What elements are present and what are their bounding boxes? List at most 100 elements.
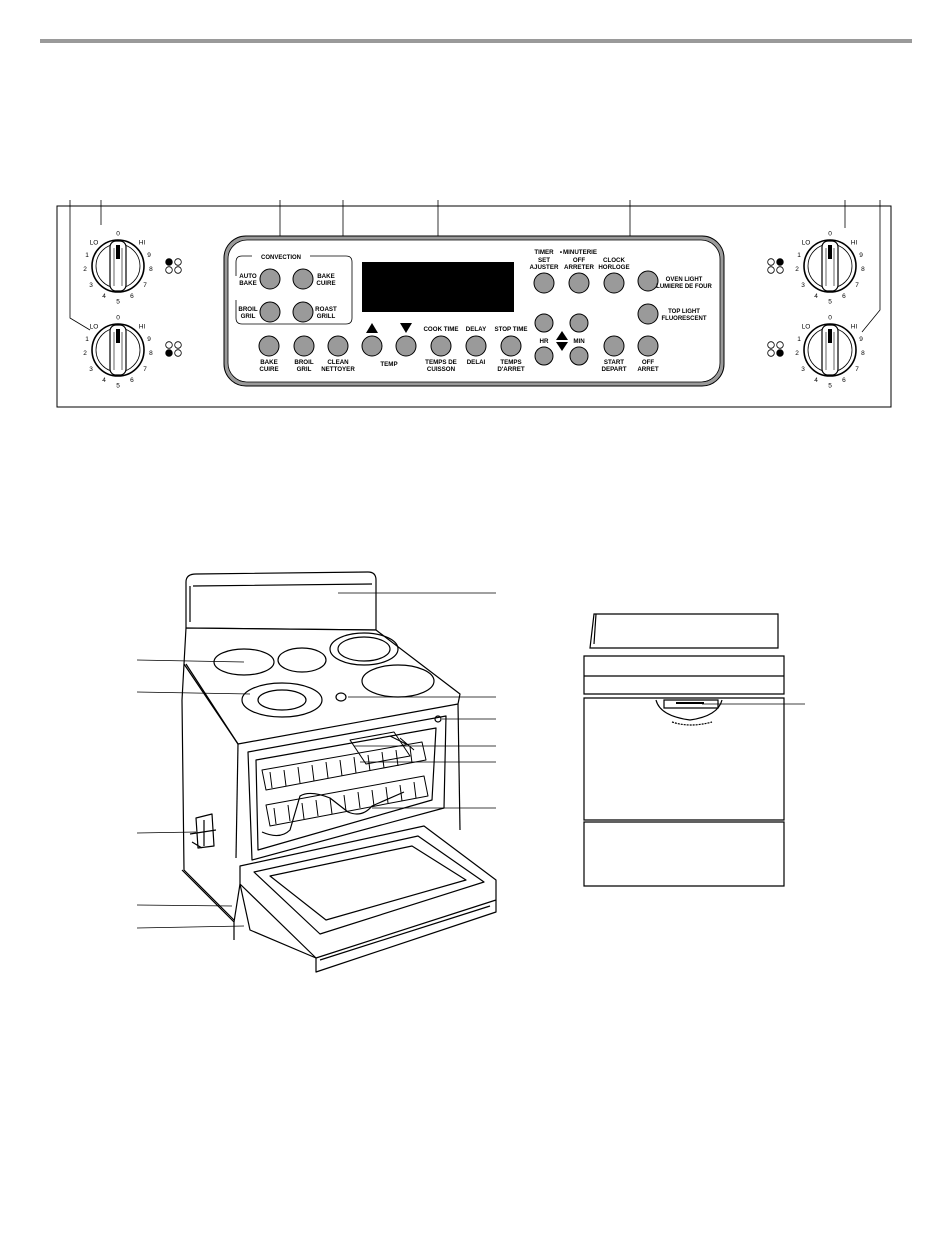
timer-separator: • [560,249,562,256]
start-button[interactable]: START DEPART [602,335,627,373]
min-up-button[interactable] [569,313,589,333]
knob-scale-label: HI [139,239,146,246]
hr-up-button[interactable] [534,313,554,333]
knob-scale-label: 0 [828,314,832,321]
svg-text:LUMIERE DE FOUR: LUMIERE DE FOUR [656,284,712,290]
knob-scale-label: 4 [814,377,818,384]
knob-scale-label: 7 [855,282,859,289]
arrow-up-icon [556,331,568,340]
svg-text:TOP LIGHT: TOP LIGHT [668,309,700,315]
control-panel-diagram: CONVECTION AUTO BAKE BAKE CUIRE BROIL GR… [56,200,892,408]
knob-scale-label: 2 [83,350,87,357]
svg-text:HORLOGE: HORLOGE [598,264,629,271]
knob-scale-label: 4 [814,293,818,300]
top-light-button[interactable]: TOP LIGHT FLUORESCENT [637,303,707,325]
hr-down-button[interactable] [534,346,554,366]
oven-light-button[interactable]: OVEN LIGHT LUMIERE DE FOUR [637,270,712,292]
knob-scale-label: 8 [149,266,153,273]
bake-button[interactable]: BAKE CUIRE [258,335,280,373]
svg-text:BAKE: BAKE [260,359,278,366]
svg-text:BROIL: BROIL [238,306,257,313]
knob-scale-label: 1 [85,252,89,259]
oven-door [239,825,497,959]
knob-scale-label: 2 [795,350,799,357]
temp-down-button[interactable] [395,323,417,357]
hot-surface-indicator [335,692,347,702]
svg-text:AJUSTER: AJUSTER [530,264,559,271]
clock-button[interactable]: CLOCK HORLOGE [598,257,630,294]
knob-scale-label: 9 [147,336,151,343]
knob-scale-label: 9 [859,336,863,343]
svg-text:DELAY: DELAY [466,326,487,333]
anti-tip-bracket [189,813,217,849]
knob-scale-label: 0 [828,230,832,237]
element-indicator-right-rear [767,258,784,274]
oven-racks [261,731,429,827]
convection-label: CONVECTION [261,255,301,261]
knob-scale-label: LO [90,239,99,246]
min-down-button[interactable] [569,346,589,366]
clean-button[interactable]: CLEAN NETTOYER [321,335,355,373]
set-button[interactable]: SET AJUSTER [530,257,559,294]
timer-off-button[interactable]: OFF ARRETER [564,257,594,294]
knob-scale-label: 8 [861,350,865,357]
arrow-up-icon [366,323,378,333]
svg-text:GRIL: GRIL [241,313,256,320]
surface-element-center-rear [277,647,327,673]
knob-scale-label: LO [90,323,99,330]
svg-text:BAKE: BAKE [317,273,335,280]
svg-text:START: START [604,359,624,366]
knob-scale-label: 6 [842,377,846,384]
arrow-down-icon [556,342,568,351]
temp-up-button[interactable] [361,323,383,357]
knob-scale-label: 7 [143,366,147,373]
surface-element-right-rear [329,632,399,666]
range-illustration [136,571,805,973]
cook-time-button[interactable]: COOK TIME TEMPS DE CUISSON [423,326,458,373]
svg-text:BAKE: BAKE [239,280,257,287]
stop-time-button[interactable]: STOP TIME TEMPS D'ARRET [494,326,527,373]
cancel-off-button[interactable]: OFF ARRET [637,335,659,373]
svg-text:OVEN LIGHT: OVEN LIGHT [666,277,703,283]
knob-scale-label: 6 [130,293,134,300]
svg-text:DEPART: DEPART [602,366,627,373]
knob-scale-label: 6 [842,293,846,300]
door-latch [663,699,719,709]
svg-text:SET: SET [538,257,550,264]
svg-text:D'ARRET: D'ARRET [497,366,524,373]
auto-bake-button[interactable]: AUTO BAKE [239,268,281,290]
top-rule [40,39,912,43]
svg-text:DELAI: DELAI [467,359,486,366]
broil-button[interactable]: BROIL GRIL [293,335,315,373]
surface-element-left-rear [213,648,275,676]
knob-scale-label: 2 [83,266,87,273]
convection-bake-button[interactable]: BAKE CUIRE [292,268,336,290]
surface-knobs: 0HILO1234567890HILO1234567890HILO1234567… [83,230,865,389]
knob-scale-label: 3 [801,282,805,289]
element-indicator-right-front [767,341,784,357]
element-indicator-left-front [165,341,182,357]
knob-scale-label: LO [802,323,811,330]
svg-text:TEMPS DE: TEMPS DE [425,359,457,366]
knob-scale-label: 1 [85,336,89,343]
svg-text:BROIL: BROIL [294,359,313,366]
surface-element-left-front [241,682,323,718]
minuterie-label: MINUTERIE [563,249,597,256]
delay-button[interactable]: DELAY DELAI [465,326,487,366]
svg-text:ROAST: ROAST [315,306,337,313]
knob-scale-label: 1 [797,336,801,343]
knob-scale-label: HI [139,323,146,330]
knob-scale-label: 3 [89,366,93,373]
knob-scale-label: HI [851,323,858,330]
knob-scale-label: 9 [147,252,151,259]
convection-broil-button[interactable]: BROIL GRIL [238,301,281,323]
knob-scale-label: 5 [116,298,120,305]
convection-roast-button[interactable]: ROAST GRILL [292,301,337,323]
knob-scale-label: 5 [828,382,832,389]
element-indicator-left-rear [165,258,182,274]
knob-scale-label: 0 [116,230,120,237]
